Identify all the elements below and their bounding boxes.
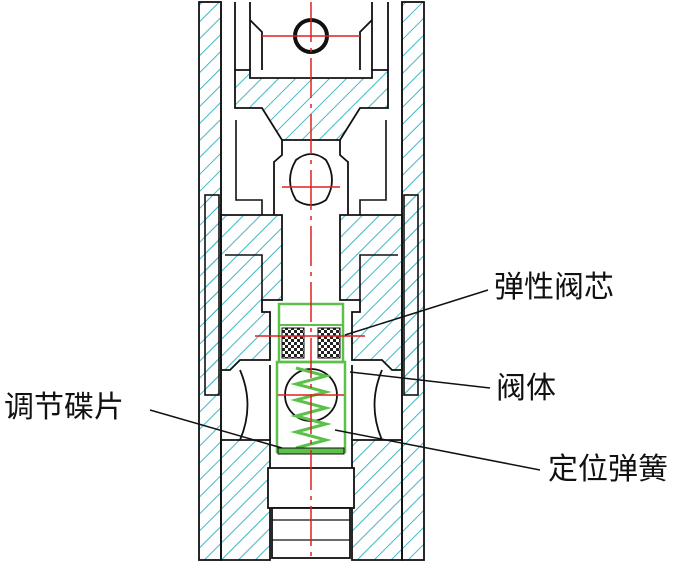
lower-chamber-walls bbox=[239, 365, 383, 441]
leader-positioning-spring bbox=[334, 429, 541, 471]
left-collar bbox=[204, 194, 220, 396]
valve-body-block-left bbox=[220, 214, 283, 371]
stem-neck bbox=[273, 140, 349, 215]
label-adjusting-disc: 调节碟片 bbox=[4, 390, 124, 425]
valve-core-checker-right bbox=[317, 327, 341, 359]
bottom-body-right bbox=[351, 439, 403, 561]
label-positioning-spring: 定位弹簧 bbox=[548, 452, 668, 487]
leader-valve-body bbox=[349, 371, 491, 389]
upper-fork-arms bbox=[234, 2, 389, 70]
valve-core-checker-left bbox=[281, 327, 305, 359]
label-valve-body: 阀体 bbox=[496, 371, 556, 406]
leader-elastic-valve-core bbox=[344, 289, 489, 336]
valve-body-block-right bbox=[339, 214, 403, 371]
positioning-spring bbox=[290, 366, 332, 450]
bottom-body-left bbox=[220, 439, 271, 561]
right-collar bbox=[403, 194, 419, 396]
leader-adjusting-disc bbox=[149, 409, 283, 449]
label-elastic-valve-core: 弹性阀芯 bbox=[494, 270, 614, 305]
